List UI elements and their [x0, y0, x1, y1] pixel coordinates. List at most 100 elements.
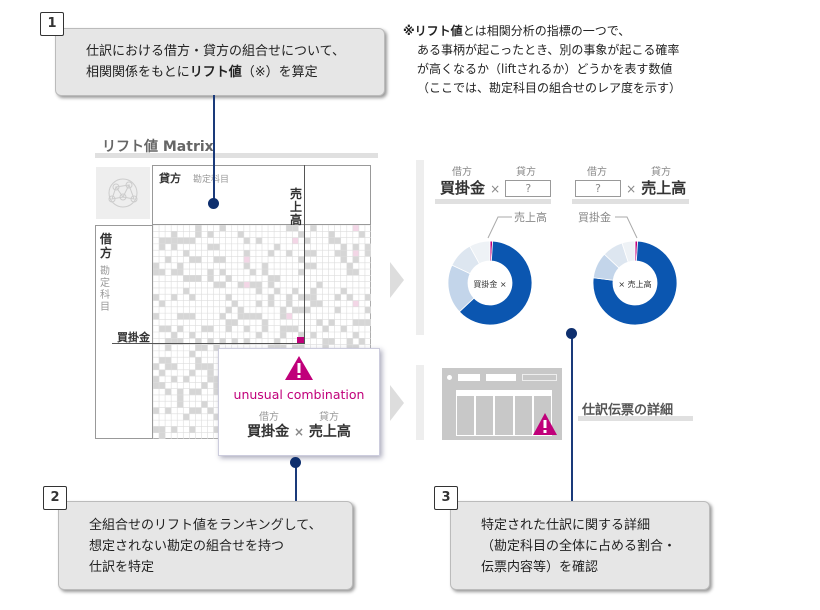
matrix-cell [328, 338, 335, 345]
matrix-cell [171, 426, 178, 433]
step3-callout: 特定された仕訳に関する詳細（勘定科目の全体に占める割合・伝票内容等）を確認 [450, 501, 710, 590]
step1-line2: 相関関係をもとにリフト値（※）を算定 [86, 65, 318, 80]
debit-account-label: 勘定科目 [100, 266, 110, 313]
matrix-cell [195, 225, 202, 232]
matrix-cell [352, 332, 359, 339]
matrix-cell [189, 426, 196, 433]
donut-chart-2 [592, 240, 678, 326]
step2-callout: 全組合せのリフト値をランキングして、想定されない勘定の組合せを持つ仕訳を特定 [58, 501, 353, 590]
matrix-cell [346, 294, 353, 301]
matrix-cell [213, 413, 220, 421]
matrix-cell [165, 388, 172, 395]
matrix-cell [358, 231, 365, 238]
matrix-cell [243, 237, 250, 244]
voucher-title: 仕訳伝票の詳細 [582, 403, 674, 418]
matrix-cell [201, 344, 208, 351]
matrix-cell [292, 237, 299, 244]
matrix-cell [352, 225, 359, 232]
matrix-row-header: 借方 勘定科目 買掛金 [95, 225, 153, 439]
matrix-cell [195, 363, 202, 370]
matrix-cell [171, 376, 178, 383]
matrix-cell [159, 426, 166, 433]
connector-2 [295, 462, 297, 502]
debit-label: 借方 [100, 232, 113, 260]
donut1-callout: 売上高 [514, 211, 547, 224]
network-icon [96, 167, 150, 219]
matrix-cell [159, 325, 166, 332]
matrix-cell [189, 294, 196, 301]
matrix-cell [364, 250, 371, 257]
divider-bar [416, 160, 424, 335]
divider-bar [416, 365, 424, 440]
matrix-cell [219, 256, 226, 263]
matrix-cell [286, 225, 293, 232]
donut1-center: 買掛金 × [473, 280, 507, 289]
matrix-cell [183, 250, 190, 257]
matrix-cell [352, 344, 359, 351]
matrix-cell [292, 344, 299, 351]
matrix-cell [171, 243, 178, 251]
matrix-cell [286, 325, 293, 332]
matrix-cell [322, 344, 329, 351]
step-number-3: 3 [434, 486, 458, 510]
unusual-cell[interactable] [297, 337, 304, 343]
matrix-cell [268, 275, 275, 282]
matrix-cell [274, 243, 281, 251]
matrix-cell [165, 363, 172, 370]
matrix-cell [316, 281, 323, 288]
matrix-cell [237, 306, 244, 314]
matrix-cell [304, 306, 311, 314]
matrix-cell [346, 262, 353, 270]
matrix-cell [286, 294, 293, 301]
matrix-cell [153, 382, 160, 389]
matrix-cell [255, 332, 262, 339]
matrix-cell [171, 332, 178, 339]
matrix-cell [352, 269, 359, 276]
matrix-cell [292, 287, 299, 295]
matrix-cell [213, 426, 220, 433]
matrix-cell [189, 237, 196, 244]
matrix-cell [159, 369, 166, 377]
arrow-right-icon [390, 262, 404, 298]
matrix-cell [231, 319, 238, 326]
matrix-cell [340, 325, 347, 332]
matrix-cell [159, 357, 166, 364]
matrix-cell [292, 325, 299, 332]
matrix-cell [249, 313, 256, 320]
matrix-cell [304, 294, 311, 301]
matrix-cell [195, 256, 202, 263]
matrix-cell [280, 313, 287, 320]
matrix-cell [237, 313, 244, 320]
matrix-cell [165, 237, 172, 244]
matrix-cell [364, 243, 371, 251]
matrix-cell [304, 250, 311, 257]
matrix-cell [316, 319, 323, 326]
matrix-cell [201, 363, 208, 370]
matrix-cell [159, 269, 166, 276]
matrix-cell [352, 300, 359, 307]
donut2-leader [615, 216, 638, 239]
matrix-cell [322, 325, 329, 332]
title-underline [95, 153, 378, 158]
matrix-cell [352, 250, 359, 257]
matrix-cell [171, 363, 178, 370]
matrix-cell [243, 256, 250, 263]
matrix-cell [334, 250, 341, 257]
matrix-cell [213, 281, 220, 288]
matrix-cell [352, 243, 359, 251]
arrow-right-icon [390, 385, 404, 421]
matrix-cell [292, 306, 299, 314]
matrix-cell [298, 306, 305, 314]
matrix-cell [280, 306, 287, 314]
matrix-cell [213, 344, 220, 351]
matrix-cell [310, 225, 317, 232]
matrix-cell [207, 407, 214, 414]
matrix-cell [159, 300, 166, 307]
matrix-cell [268, 294, 275, 301]
matrix-cell [177, 313, 184, 320]
matrix-cell [243, 338, 250, 345]
matrix-cell [207, 269, 214, 276]
matrix-cell [207, 325, 214, 332]
matrix-cell [286, 250, 293, 257]
matrix-cell [243, 313, 250, 320]
